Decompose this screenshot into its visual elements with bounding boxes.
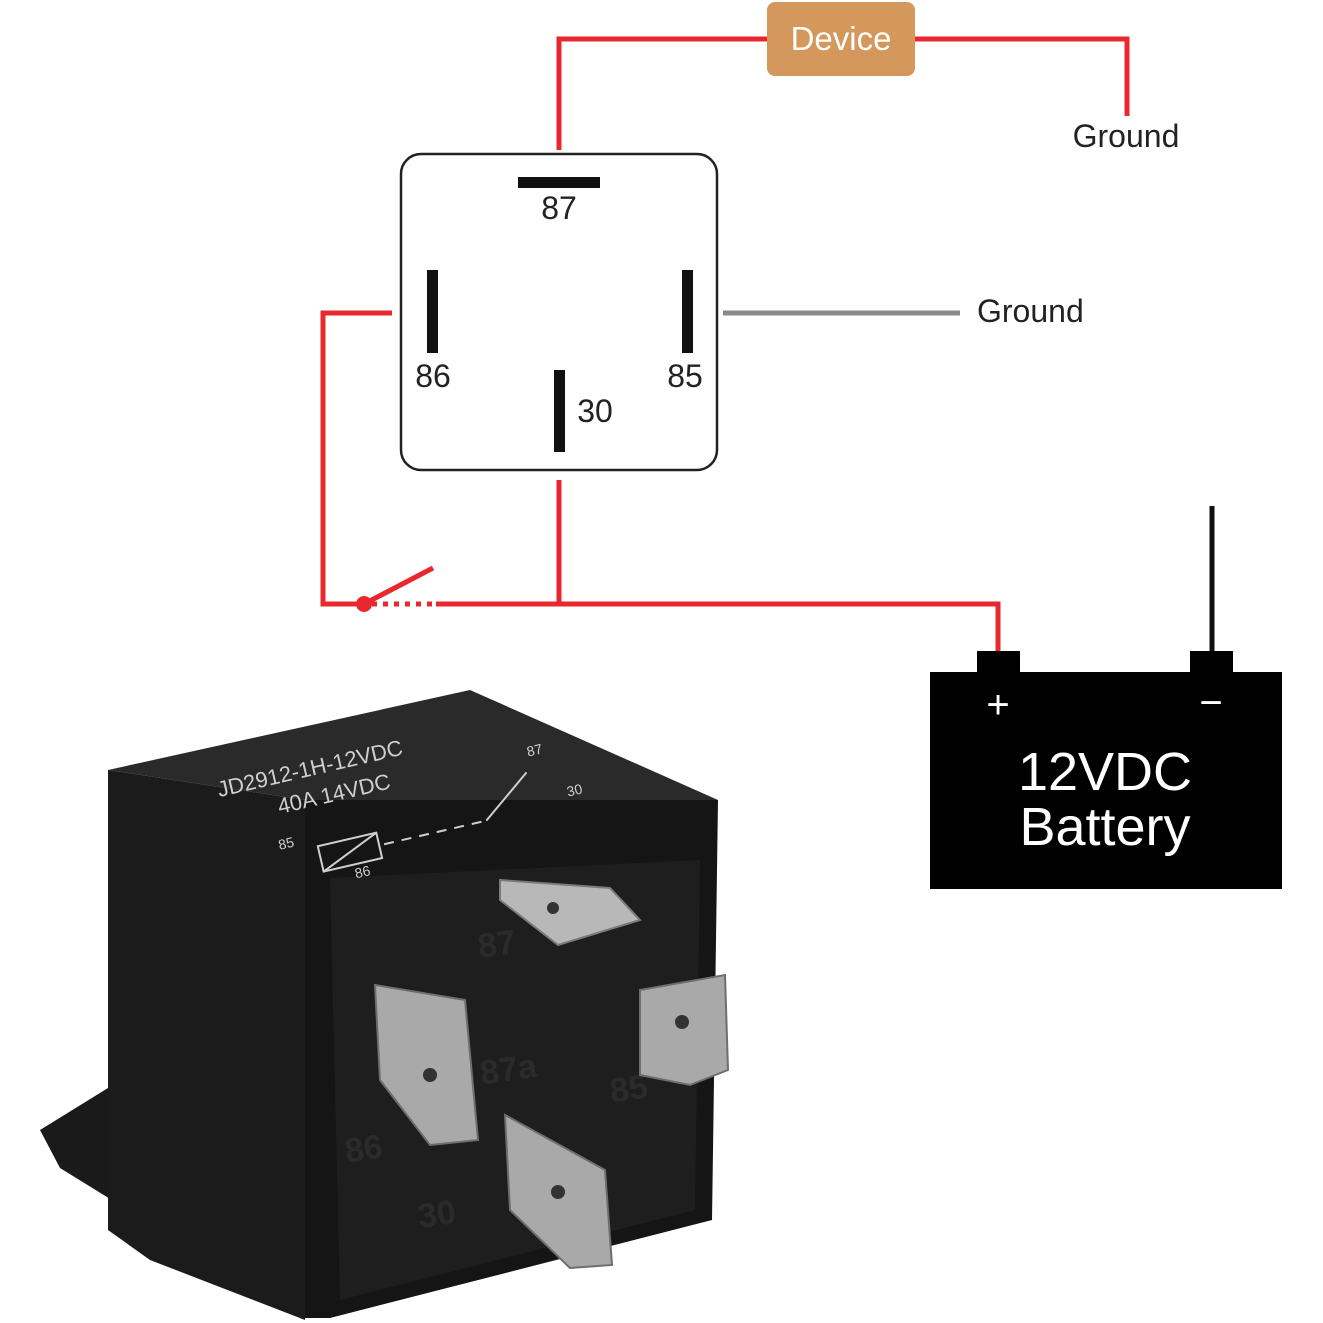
relay-top-pin-30: 30 [565, 780, 584, 799]
pin-87-label: 87 [541, 190, 577, 226]
battery-voltage-label: 12VDC [1018, 742, 1192, 802]
pin-85-label: 85 [667, 358, 703, 394]
wire-battery-positive [436, 601, 1001, 652]
pin-86-label: 86 [415, 358, 451, 394]
switch-icon [356, 565, 436, 612]
battery-minus-label: − [1199, 681, 1222, 725]
relay-coil-symbol [316, 831, 384, 873]
battery-plus-label: + [986, 683, 1009, 727]
relay-top-pin-86: 86 [353, 862, 372, 881]
battery-terminal-negative [1190, 651, 1233, 675]
battery-type-label: Battery [1019, 797, 1190, 857]
terminal-86 [373, 983, 480, 1147]
battery-terminal-positive [977, 651, 1020, 675]
relay-face-pin-87a: 87a [478, 1047, 541, 1093]
relay-top [108, 690, 718, 800]
device-label: Device [791, 20, 892, 57]
wire-86-switch [320, 310, 392, 607]
ground-label-top: Ground [1073, 118, 1180, 154]
device-ground-wire [912, 36, 1130, 116]
pin-30-label: 30 [577, 393, 613, 429]
battery-body [930, 672, 1282, 889]
relay-schematic: 87 86 85 30 [399, 152, 719, 472]
device-box: Device [767, 2, 915, 76]
relay-face-pin-86: 86 [342, 1128, 385, 1171]
pin-85-bar [682, 270, 693, 353]
terminal-85 [639, 973, 730, 1087]
terminal-87 [499, 878, 642, 947]
relay-side [108, 770, 305, 1320]
relay-face-labels: 87 87a 85 86 30 [342, 923, 650, 1236]
pin-86-bar [427, 270, 438, 353]
pin-87-bar [518, 177, 600, 188]
relay-face-pin-30: 30 [415, 1193, 458, 1236]
relay-terminals [373, 878, 730, 1270]
device-wire [556, 36, 770, 150]
battery: + − 12VDC Battery [930, 651, 1282, 889]
pin-30-bar [554, 370, 565, 452]
relay-top-pin-87: 87 [525, 740, 544, 759]
relay-face-pin-87: 87 [475, 923, 518, 966]
wiring-schematic: Device Ground 87 86 85 30 Ground [320, 2, 1282, 889]
relay-photo: JD2912-1H-12VDC 40A 14VDC 85 86 87 30 87… [40, 690, 730, 1320]
ground-label-mid: Ground [977, 293, 1084, 329]
relay-top-pin-85: 85 [277, 834, 296, 853]
